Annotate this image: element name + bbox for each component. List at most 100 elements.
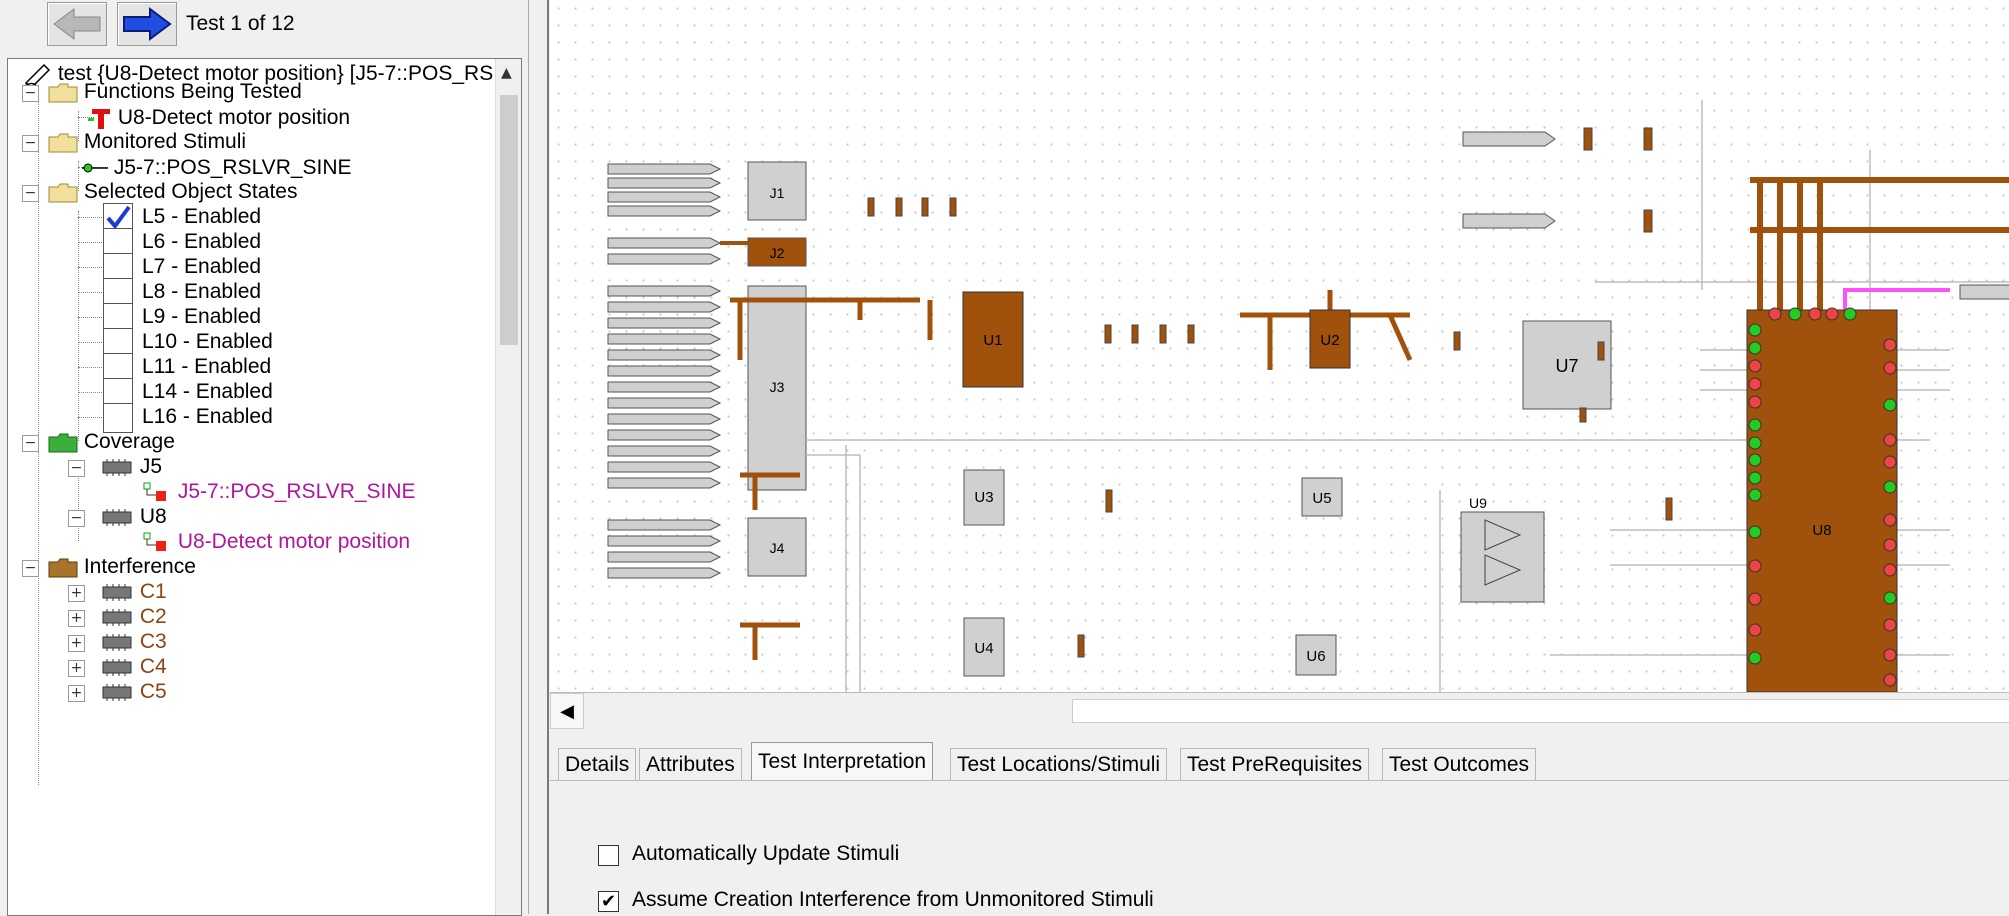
- chip-u8[interactable]: U8: [1746, 177, 2009, 692]
- collapse-toggle[interactable]: −: [68, 460, 85, 477]
- expand-toggle[interactable]: +: [68, 660, 85, 677]
- interference-item[interactable]: C1: [100, 577, 167, 607]
- schematic-scroll-thumb[interactable]: [1072, 699, 2009, 723]
- tree-node-states[interactable]: Selected Object States: [48, 177, 297, 207]
- tree-scroll-thumb[interactable]: [500, 95, 518, 345]
- function-label: U8-Detect motor position: [117, 106, 351, 129]
- previous-test-button[interactable]: [47, 2, 107, 46]
- state-label: L10 - Enabled: [142, 330, 273, 353]
- tree-root[interactable]: test {U8-Detect motor position} [J5-7::P…: [22, 59, 493, 90]
- next-test-button[interactable]: [117, 2, 177, 46]
- chip-icon: [102, 659, 132, 677]
- chip-u4[interactable]: U4: [740, 617, 1005, 677]
- scroll-left-icon[interactable]: ◀: [550, 693, 584, 729]
- tree-node-u8[interactable]: U8: [100, 502, 167, 532]
- connector-j2[interactable]: J2: [607, 237, 807, 267]
- chip-u5[interactable]: U5: [1301, 477, 1343, 517]
- function-icon: [88, 109, 110, 130]
- tab-attributes[interactable]: Attributes: [639, 748, 742, 781]
- collapse-toggle[interactable]: −: [68, 510, 85, 527]
- pane-splitter[interactable]: [528, 0, 549, 914]
- auto-update-stimuli-checkbox[interactable]: [598, 845, 619, 866]
- interference-label: C1: [139, 580, 167, 603]
- test-tree-view[interactable]: test {U8-Detect motor position} [J5-7::P…: [7, 58, 522, 916]
- chip-u7[interactable]: U7: [1522, 320, 1612, 410]
- collapse-toggle[interactable]: −: [22, 560, 39, 577]
- collapse-toggle[interactable]: −: [22, 435, 39, 452]
- state-item[interactable]: L8 - Enabled: [142, 277, 261, 307]
- label-j1: J1: [770, 185, 785, 201]
- chip-u3[interactable]: U3: [740, 469, 1005, 526]
- state-item[interactable]: L10 - Enabled: [142, 327, 273, 357]
- expand-toggle[interactable]: +: [68, 635, 85, 652]
- state-checkbox[interactable]: [103, 403, 133, 433]
- chip-u1[interactable]: U1: [730, 291, 1024, 388]
- connector-j4[interactable]: J4: [607, 517, 807, 579]
- tab-test-outcomes[interactable]: Test Outcomes: [1382, 748, 1537, 781]
- chip-u2[interactable]: U2: [1240, 290, 1413, 370]
- state-label: L14 - Enabled: [142, 380, 273, 403]
- tree-item-j5-stimulus[interactable]: J5-7::POS_RSLVR_SINE: [142, 477, 416, 507]
- state-item[interactable]: L11 - Enabled: [142, 352, 271, 382]
- interference-item[interactable]: C2: [100, 602, 167, 632]
- state-item[interactable]: L9 - Enabled: [142, 302, 261, 332]
- interference-item[interactable]: C3: [100, 627, 167, 657]
- connector-j3[interactable]: J3: [607, 285, 807, 491]
- u8-label: U8: [139, 505, 167, 528]
- coverage-link-icon: [143, 532, 166, 552]
- expand-toggle[interactable]: +: [68, 685, 85, 702]
- tab-test-interpretation[interactable]: Test Interpretation: [751, 742, 934, 781]
- expand-toggle[interactable]: +: [68, 610, 85, 627]
- tree-scrollbar[interactable]: ▲: [495, 59, 521, 915]
- detail-tabs: Details Attributes Test Interpretation T…: [550, 730, 2009, 781]
- label-j2: J2: [770, 245, 785, 261]
- tree-node-coverage[interactable]: Coverage: [48, 427, 175, 457]
- tab-label: Test Interpretation: [758, 750, 927, 773]
- tab-test-locations-stimuli[interactable]: Test Locations/Stimuli: [950, 748, 1168, 781]
- test-navigation-toolbar: Test 1 of 12: [0, 0, 540, 50]
- collapse-toggle[interactable]: −: [22, 85, 39, 102]
- tree-item-u8-function[interactable]: U8-Detect motor position: [142, 527, 410, 557]
- tree-node-j5[interactable]: J5: [100, 452, 162, 482]
- state-item[interactable]: L6 - Enabled: [142, 227, 261, 257]
- interference-label: C2: [139, 605, 167, 628]
- state-item[interactable]: L5 - Enabled: [142, 202, 261, 232]
- label-j4: J4: [770, 540, 785, 556]
- tree-node-stimuli[interactable]: Monitored Stimuli: [48, 127, 246, 157]
- tree-node-functions[interactable]: Functions Being Tested: [48, 77, 302, 107]
- collapse-toggle[interactable]: −: [22, 185, 39, 202]
- state-label: L6 - Enabled: [142, 230, 262, 253]
- chip-u9[interactable]: U9: [1460, 495, 1545, 603]
- chip-icon: [102, 459, 132, 477]
- interference-item[interactable]: C5: [100, 677, 167, 707]
- interference-label: Interference: [83, 555, 196, 578]
- auto-update-stimuli-label: Automatically Update Stimuli: [632, 842, 900, 865]
- state-item[interactable]: L16 - Enabled: [142, 402, 273, 432]
- tree-node-interference[interactable]: Interference: [48, 552, 196, 582]
- state-label: L8 - Enabled: [142, 280, 262, 303]
- tree-item-function[interactable]: U8-Detect motor position: [88, 103, 350, 133]
- probe-icon: [82, 163, 108, 173]
- tab-test-prerequisites[interactable]: Test PreRequisites: [1180, 748, 1370, 781]
- label-u1: U1: [983, 332, 1002, 349]
- interference-folder-icon: [48, 556, 78, 578]
- interference-item[interactable]: C4: [100, 652, 167, 682]
- expand-toggle[interactable]: +: [68, 585, 85, 602]
- tab-label: Test PreRequisites: [1187, 753, 1363, 776]
- assume-interference-checkbox[interactable]: ✔: [598, 891, 619, 912]
- tab-details[interactable]: Details: [558, 748, 637, 781]
- schematic-canvas[interactable]: J1 J2 J3: [550, 0, 2009, 692]
- scroll-up-icon[interactable]: ▲: [501, 65, 512, 81]
- tree-item-stimulus[interactable]: J5-7::POS_RSLVR_SINE: [82, 153, 352, 183]
- chip-u6[interactable]: U6: [1295, 634, 1337, 676]
- connector-j1[interactable]: J1: [607, 161, 807, 221]
- schematic-scrollbar[interactable]: ◀: [550, 692, 2009, 729]
- state-item[interactable]: L7 - Enabled: [142, 252, 261, 282]
- test-interpretation-panel: Automatically Update Stimuli ✔ Assume Cr…: [550, 780, 2009, 915]
- collapse-toggle[interactable]: −: [22, 135, 39, 152]
- state-label: L16 - Enabled: [142, 405, 273, 428]
- label-u7: U7: [1555, 356, 1578, 376]
- folder-icon: [48, 181, 78, 203]
- state-item[interactable]: L14 - Enabled: [142, 377, 273, 407]
- j5-stimulus-label: J5-7::POS_RSLVR_SINE: [177, 480, 416, 503]
